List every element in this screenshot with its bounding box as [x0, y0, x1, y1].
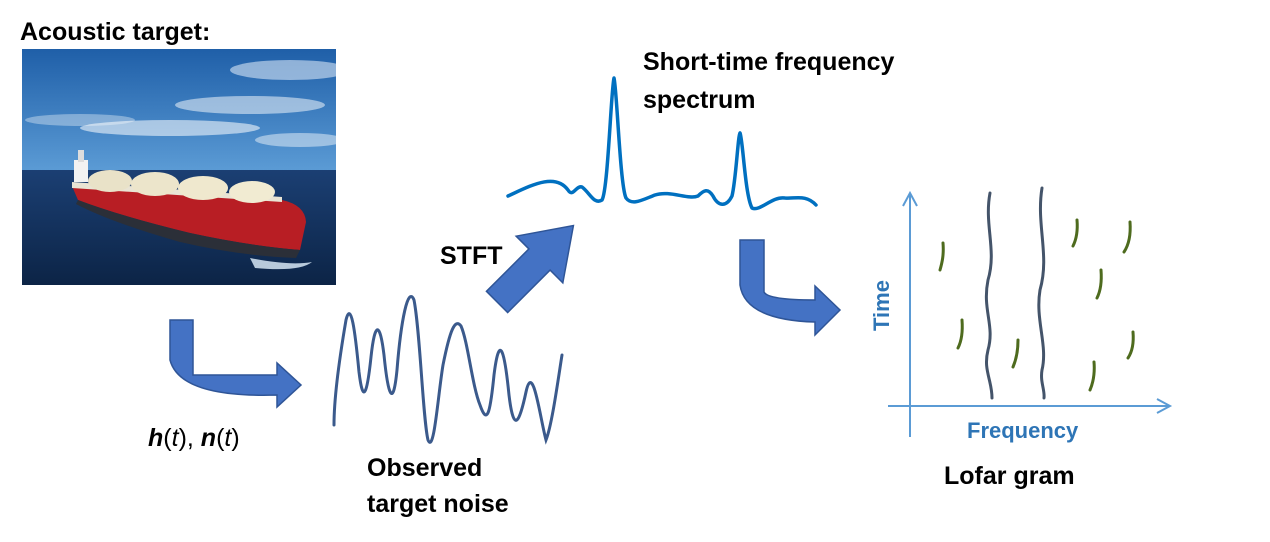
lofar-track-1	[984, 191, 994, 400]
spectrum-title-line2: spectrum	[643, 86, 756, 114]
transfer-t-symbol-2: t	[224, 424, 232, 452]
stft-label: STFT	[440, 242, 503, 270]
observed-noise-waveform	[332, 295, 564, 445]
observed-noise-line2: target noise	[367, 490, 509, 518]
arrow-spectrum-to-lofar	[739, 239, 842, 337]
axis-label-frequency: Frequency	[967, 418, 1079, 443]
transfer-t-symbol: t	[171, 424, 179, 452]
transfer-function-label: h(t), n(t)	[148, 424, 240, 452]
lofar-mark	[1095, 268, 1103, 300]
lofar-mark	[1126, 330, 1135, 360]
lofar-mark	[956, 318, 964, 350]
transfer-h-symbol: h	[148, 424, 164, 452]
lofar-mark	[1071, 218, 1079, 248]
lofar-mark	[1122, 220, 1132, 254]
ship-photo	[22, 49, 336, 285]
arrow-stft	[485, 224, 575, 314]
arrow-ship-to-noise	[169, 319, 303, 409]
lofar-marks	[938, 218, 1135, 392]
lofar-mark	[938, 241, 945, 272]
acoustic-target-label: Acoustic target:	[20, 18, 211, 46]
spectrum-curve	[506, 76, 818, 211]
observed-noise-line1: Observed	[367, 454, 483, 482]
spectrum-title-line1: Short-time frequency	[643, 48, 895, 76]
transfer-n-symbol: n	[200, 424, 217, 452]
lofar-track-2	[1037, 186, 1046, 400]
lofar-mark	[1088, 360, 1096, 392]
lofar-mark	[1011, 338, 1020, 369]
lofar-gram-label: Lofar gram	[944, 462, 1075, 490]
axis-label-time: Time	[869, 280, 894, 331]
lofar-axes	[888, 190, 1173, 437]
